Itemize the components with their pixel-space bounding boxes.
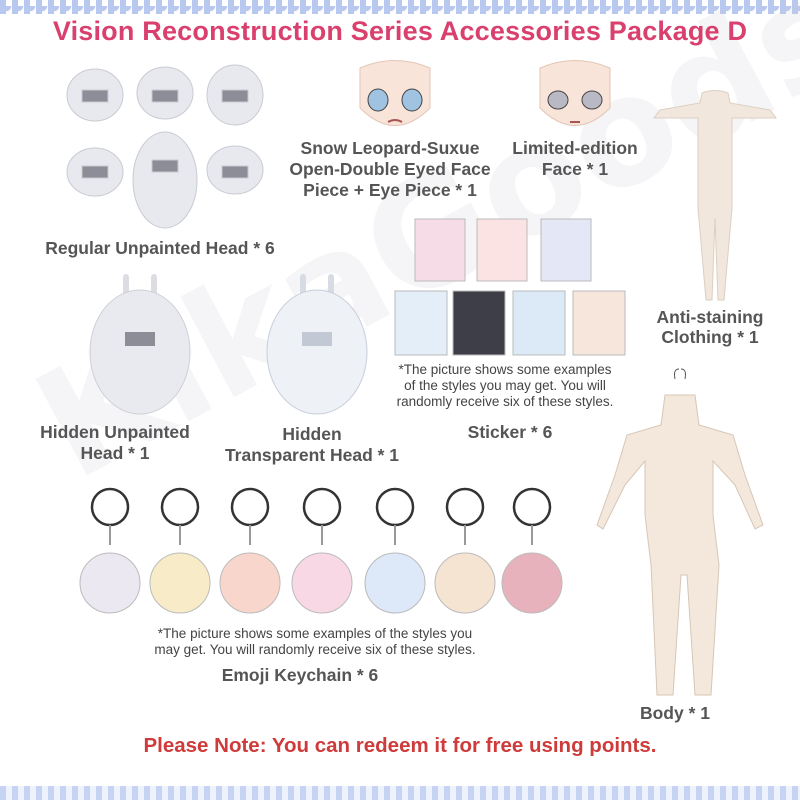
stickers-image: [394, 218, 626, 356]
face-limited-label-line2: Face * 1: [541, 159, 609, 179]
keychain-note-line1: *The picture shows some examples of the …: [157, 626, 473, 641]
sticker-label: Sticker * 6: [467, 422, 553, 442]
page-title: Vision Reconstruction Series Accessories…: [52, 16, 748, 46]
face-leopard-image: [359, 60, 431, 126]
sticker-note-line2: of the styles you may get. You will: [404, 378, 606, 393]
clothing-label-line1: Anti-staining: [656, 307, 764, 327]
face-leopard-label-line2: Open-Double Eyed Face: [289, 159, 491, 179]
hidden-unpainted-label-line2: Head * 1: [80, 443, 150, 463]
points-note: Please Note: You can redeem it for free …: [143, 734, 657, 757]
sticker-note-line3: randomly receive six of these styles.: [396, 394, 614, 409]
face-leopard-label-line3: Piece + Eye Piece * 1: [303, 180, 477, 200]
keychains-image: [79, 487, 563, 614]
regular-head-label: Regular Unpainted Head * 6: [45, 238, 275, 258]
sticker-note-line1: *The picture shows some examples: [398, 362, 612, 377]
face-leopard-label-line1: Snow Leopard-Suxue: [300, 138, 480, 158]
clothing-image: [653, 90, 777, 301]
hidden-transparent-head-image: [266, 274, 368, 415]
keychain-label: Emoji Keychain * 6: [221, 665, 379, 685]
hidden-transparent-label-line1: Hidden: [282, 424, 342, 444]
body-image: [596, 368, 764, 696]
hidden-unpainted-label-line1: Hidden Unpainted: [40, 422, 190, 442]
hidden-transparent-label-line2: Transparent Head * 1: [224, 445, 400, 465]
face-limited-label-line1: Limited-edition: [512, 138, 638, 158]
face-limited-image: [539, 60, 611, 126]
clothing-label-line2: Clothing * 1: [661, 327, 759, 347]
decorative-top-border: [0, 0, 800, 14]
keychain-note-line2: may get. You will randomly receive six o…: [154, 642, 476, 657]
hidden-unpainted-head-image: [89, 274, 191, 415]
regular-heads-image: [66, 64, 264, 229]
body-label: Body * 1: [639, 703, 711, 723]
decorative-bottom-border: [0, 786, 800, 800]
